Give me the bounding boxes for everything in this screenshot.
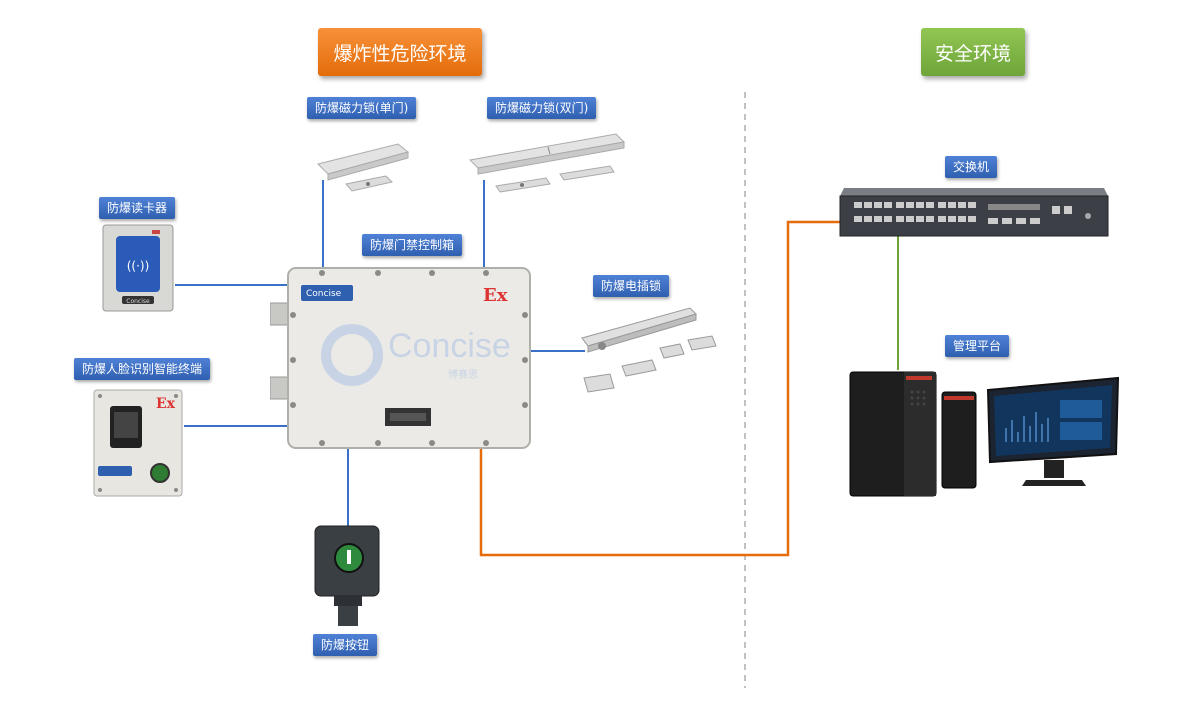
zone-hazardous-badge: 爆炸性危险环境 [318,28,482,76]
label-switch: 交换机 [945,156,998,178]
switch-image [839,188,1109,237]
controller-brand-cn-watermark: 博赛思 [448,370,478,381]
label-card-reader: 防爆读卡器 [99,197,176,219]
electric-bolt-image [581,307,717,393]
label-controller: 防爆门禁控制箱 [362,234,463,256]
label-face-terminal: 防爆人脸识别智能终端 [74,358,211,380]
management-platform-image [849,371,1120,497]
maglock-single-image [317,143,410,192]
explosion-proof-button-image [314,525,380,626]
svg-text:((·)): ((·)) [127,259,150,273]
face-terminal-image: Ex [92,388,186,500]
controller-brand-badge: Concise [306,289,342,299]
label-platform: 管理平台 [945,335,1010,357]
maglock-double-image [468,133,626,193]
controller-brand-watermark: Concise [388,327,511,365]
controller-ex-mark: Ex [483,285,508,306]
label-electric-bolt: 防爆电插锁 [593,275,670,297]
label-maglock-double: 防爆磁力锁(双门) [487,97,597,119]
card-reader-brand-text: Concise [126,298,150,305]
controller-box-image: Concise Ex Concise 博赛思 [270,265,535,450]
zone-safe-badge: 安全环境 [921,28,1025,76]
link-controller-switch [479,220,840,557]
label-button: 防爆按钮 [313,634,378,656]
face-terminal-ex-mark: Ex [156,396,176,412]
card-reader-image: ((·)) Concise [102,224,174,312]
label-maglock-single: 防爆磁力锁(单门) [307,97,417,119]
